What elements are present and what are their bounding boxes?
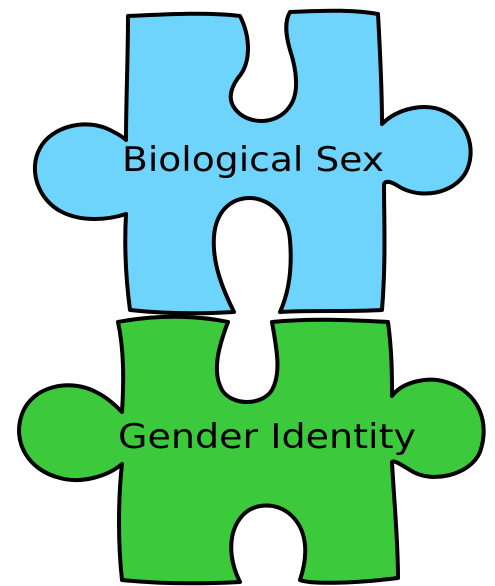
gender-identity-label: Gender Identity — [118, 417, 416, 457]
biological-sex-label: Biological Sex — [122, 140, 384, 180]
